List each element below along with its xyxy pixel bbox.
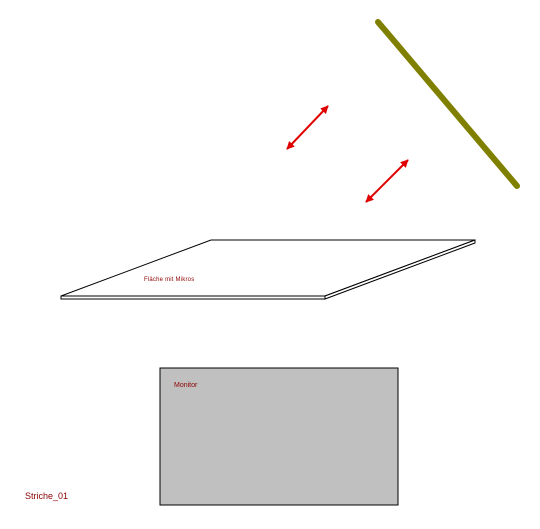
red-double-arrow-lower — [365, 159, 409, 203]
file-name-label: Striche_01 — [25, 491, 69, 501]
olive-rod — [375, 19, 520, 189]
monitor-label: Monitor — [174, 382, 198, 389]
monitor-box — [159, 367, 399, 506]
surface-plate — [60, 239, 476, 300]
surface-label: Fläche mit Mikros — [144, 277, 195, 283]
red-double-arrow-upper — [286, 105, 329, 150]
